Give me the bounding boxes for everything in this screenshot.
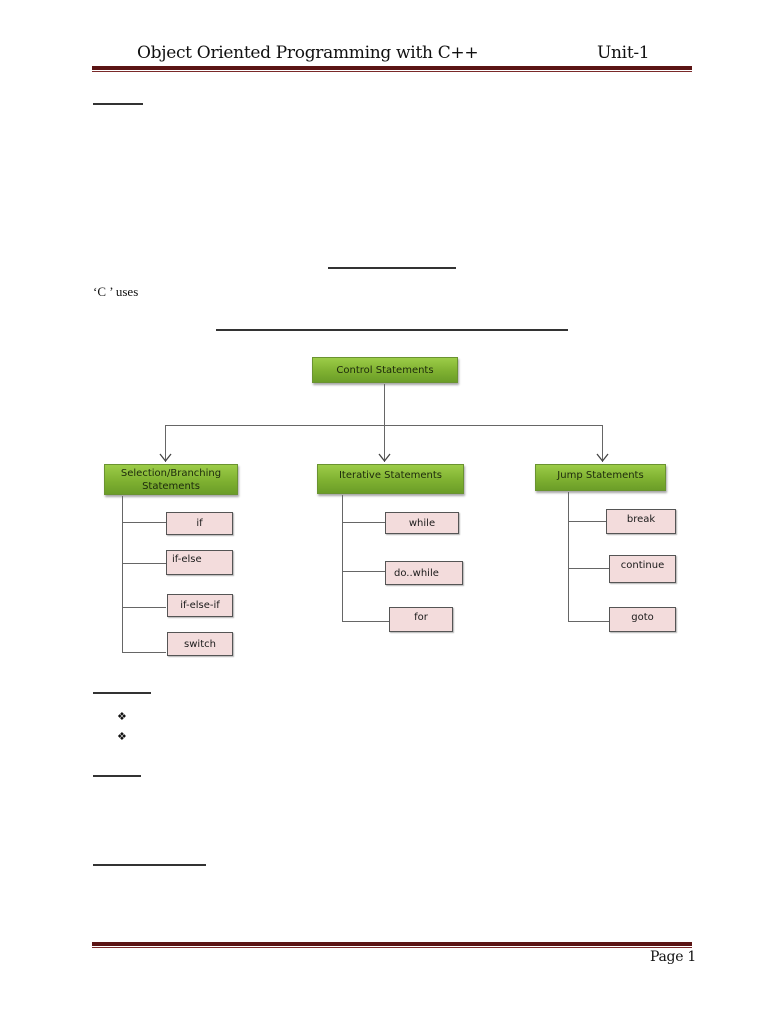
intro-text: ‘C ’ uses: [93, 284, 139, 299]
heading-underline-2: [328, 267, 456, 269]
bullet-icon: ❖: [117, 731, 127, 743]
leaf-label: goto: [631, 612, 654, 623]
heading-underline-1: [93, 103, 143, 105]
category-node-jump: Jump Statements: [535, 464, 666, 491]
connector: [342, 571, 385, 572]
category-node-iterative: Iterative Statements: [317, 464, 464, 494]
connector: [568, 492, 569, 622]
leaf-node-do-while: do..while: [385, 561, 463, 585]
leaf-label: switch: [184, 638, 216, 650]
header-rule-thin: [92, 71, 692, 72]
category-node-selection: Selection/Branching Statements: [104, 464, 238, 495]
connector: [122, 496, 123, 653]
diagram-title-underline: [216, 329, 568, 331]
root-node: Control Statements: [312, 357, 458, 383]
connector: [342, 495, 343, 622]
leaf-node-while: while: [385, 512, 459, 534]
leaf-label: if-else-if: [180, 600, 220, 611]
connector: [122, 522, 166, 523]
leaf-label: do..while: [394, 567, 439, 579]
connector: [568, 521, 606, 522]
page-number: Page 1: [650, 949, 696, 965]
leaf-node-goto: goto: [609, 607, 676, 632]
category-label: Iterative Statements: [338, 470, 443, 481]
leaf-node-for: for: [389, 607, 453, 632]
connector: [602, 425, 603, 462]
connector: [342, 621, 389, 622]
connector: [568, 568, 609, 569]
leaf-node-if-else-if: if-else-if: [167, 594, 233, 617]
heading-underline-4: [93, 775, 141, 777]
leaf-label: while: [408, 517, 436, 529]
leaf-node-break: break: [606, 509, 676, 534]
leaf-label: if-else: [172, 554, 202, 565]
header-unit: Unit-1: [597, 43, 650, 63]
leaf-node-switch: switch: [167, 632, 233, 656]
category-label: Selection/Branching Statements: [120, 467, 222, 492]
arrow-down-icon: [596, 453, 609, 463]
connector: [122, 607, 166, 608]
leaf-label: continue: [620, 560, 665, 571]
header-title: Object Oriented Programming with C++: [137, 43, 479, 63]
connector: [122, 563, 166, 564]
header-rule: [92, 66, 692, 70]
heading-underline-3: [93, 692, 151, 694]
root-node-label: Control Statements: [336, 364, 434, 376]
connector: [384, 384, 385, 425]
arrow-down-icon: [159, 453, 172, 463]
heading-underline-5: [93, 864, 206, 866]
category-label: Jump Statements: [557, 470, 644, 481]
connector: [165, 425, 166, 462]
leaf-label: break: [626, 514, 656, 525]
bullet-icon: ❖: [117, 711, 127, 723]
leaf-label: for: [414, 612, 428, 623]
connector: [122, 652, 166, 653]
connector: [568, 621, 609, 622]
leaf-node-if: if: [166, 512, 233, 535]
footer-rule-thin: [92, 947, 692, 948]
connector: [384, 425, 385, 462]
leaf-node-if-else: if-else: [166, 550, 233, 575]
leaf-label: if: [196, 518, 203, 529]
leaf-node-continue: continue: [609, 555, 676, 583]
footer-rule: [92, 942, 692, 946]
arrow-down-icon: [378, 453, 391, 463]
connector: [342, 522, 385, 523]
